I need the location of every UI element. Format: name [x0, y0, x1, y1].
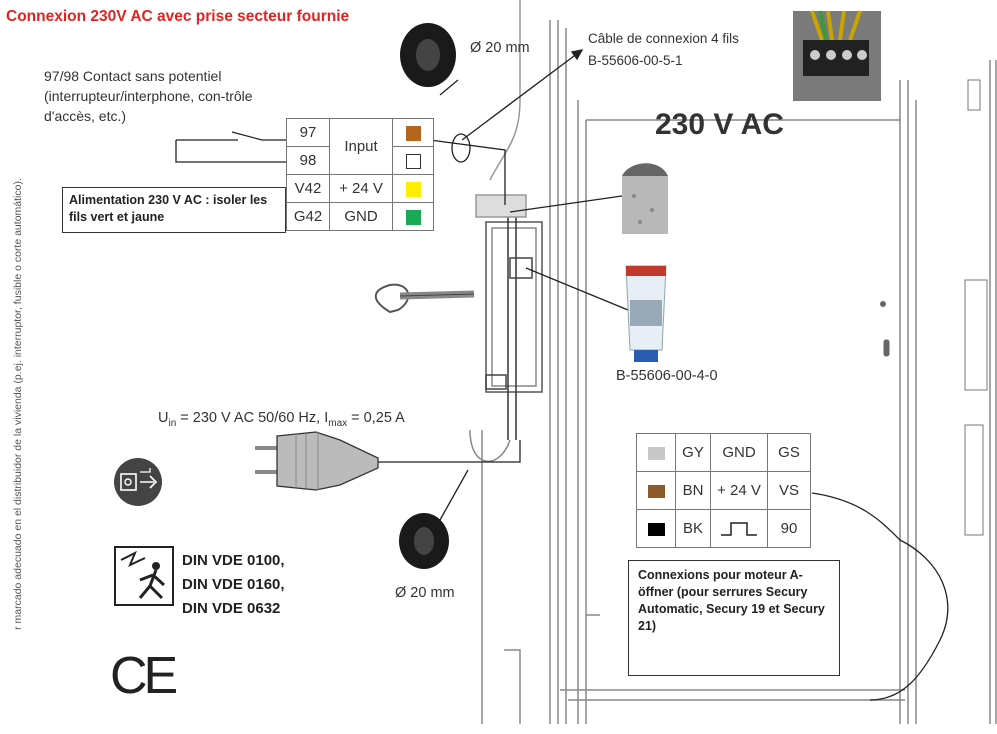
- wire-code: BK: [675, 509, 711, 548]
- din-line: DIN VDE 0160,: [182, 576, 285, 593]
- electric-shock-warning-icon: [114, 546, 174, 606]
- connector-table: 97 Input 98 V42 + 24 V G42 GND: [286, 118, 434, 231]
- spec-end: = 0,25 A: [347, 410, 405, 426]
- motor-table: GY GND GS BN + 24 V VS BK 90: [636, 433, 811, 548]
- spec-mid: = 230 V AC 50/60 Hz, I: [176, 410, 329, 426]
- motor-connection-note: Connexions pour moteur A-öffner (pour se…: [628, 560, 840, 676]
- door-lock-marks: [880, 79, 988, 536]
- table-row: BN + 24 V VS: [636, 471, 811, 510]
- wire-signal: + 24 V: [710, 471, 768, 510]
- table-row: 98: [286, 146, 434, 175]
- terminal-block-photo: [793, 10, 881, 101]
- cable-label: Câble de connexion 4 fils B-55606-00-5-1: [588, 28, 739, 72]
- cable-tie-icon: [374, 283, 475, 314]
- spec-i-sub: max: [328, 417, 348, 429]
- terminal-label: 98: [286, 146, 330, 175]
- table-row: GY GND GS: [636, 433, 811, 472]
- voltage-heading: 230 V AC: [655, 108, 784, 141]
- wire-code: GY: [675, 433, 711, 472]
- wire-pin: 90: [767, 509, 811, 548]
- terminal-label: G42: [286, 202, 330, 231]
- wire-color-cell: [392, 174, 434, 203]
- table-row: V42 + 24 V: [286, 174, 434, 203]
- contact-description: 97/98 Contact sans potentiel (interrupte…: [44, 68, 253, 124]
- din-line: DIN VDE 0632: [182, 600, 281, 617]
- wire-color-swatch: [647, 484, 665, 498]
- wire-color-cell: [392, 202, 434, 231]
- diameter-label-top: Ø 20 mm: [470, 40, 530, 56]
- wiring: [175, 131, 949, 701]
- page-title: Connexion 230V AC avec prise secteur fou…: [6, 8, 350, 25]
- table-row: 97 Input: [286, 118, 434, 175]
- wire-color-swatch: [405, 209, 421, 225]
- ce-mark: CE: [110, 647, 178, 705]
- spec-u-sub: in: [168, 417, 177, 429]
- wire-color-swatch: [405, 153, 421, 169]
- wire-signal: GND: [710, 433, 768, 472]
- wire-pin: GS: [767, 433, 811, 472]
- vertical-note: r marcado adecuado en el distribuidor de…: [12, 178, 24, 630]
- controller-unit: [475, 194, 543, 440]
- cable-name: Câble de connexion 4 fils: [588, 31, 739, 46]
- glue-tube-icon: [625, 265, 667, 362]
- signal-label: + 24 V: [329, 174, 393, 203]
- plug-icon: [255, 431, 379, 491]
- door-frame: [469, 0, 997, 724]
- spec-u: U: [158, 410, 169, 426]
- table-row: BK 90: [636, 509, 811, 548]
- unplug-warning-icon: [114, 458, 162, 506]
- grommet-icon: [399, 23, 456, 569]
- stone-sample-icon: [622, 163, 668, 234]
- table-row: G42 GND: [286, 202, 434, 231]
- wire-code: BN: [675, 471, 711, 510]
- din-line: DIN VDE 0100,: [182, 552, 285, 569]
- wire-color-swatch: [405, 181, 421, 197]
- diameter-label-bottom: Ø 20 mm: [395, 585, 455, 601]
- wire-color-swatch: [405, 125, 421, 141]
- signal-label: GND: [329, 202, 393, 231]
- wire-color-cell: [636, 471, 676, 510]
- power-supply-note: Alimentation 230 V AC : isoler les fils …: [62, 187, 286, 233]
- wire-pin: VS: [767, 471, 811, 510]
- cable-part-number: B-55606-00-5-1: [588, 53, 683, 68]
- pulse-icon: [721, 521, 757, 536]
- terminal-label: V42: [286, 174, 330, 203]
- wire-color-swatch: [647, 446, 665, 460]
- wire-color-swatch: [647, 522, 665, 536]
- terminal-label: 97: [286, 118, 330, 147]
- glue-part-number: B-55606-00-4-0: [616, 368, 718, 384]
- din-standards: DIN VDE 0100, DIN VDE 0160, DIN VDE 0632: [182, 549, 285, 621]
- wire-color-cell: [392, 146, 434, 175]
- leader-lines: [439, 49, 629, 521]
- wire-color-cell: [392, 118, 434, 147]
- input-spec: Uin = 230 V AC 50/60 Hz, Imax = 0,25 A: [158, 410, 405, 429]
- pulse-signal-cell: [710, 509, 768, 548]
- wire-color-cell: [636, 509, 676, 548]
- signal-label: Input: [329, 118, 393, 175]
- wire-color-cell: [636, 433, 676, 472]
